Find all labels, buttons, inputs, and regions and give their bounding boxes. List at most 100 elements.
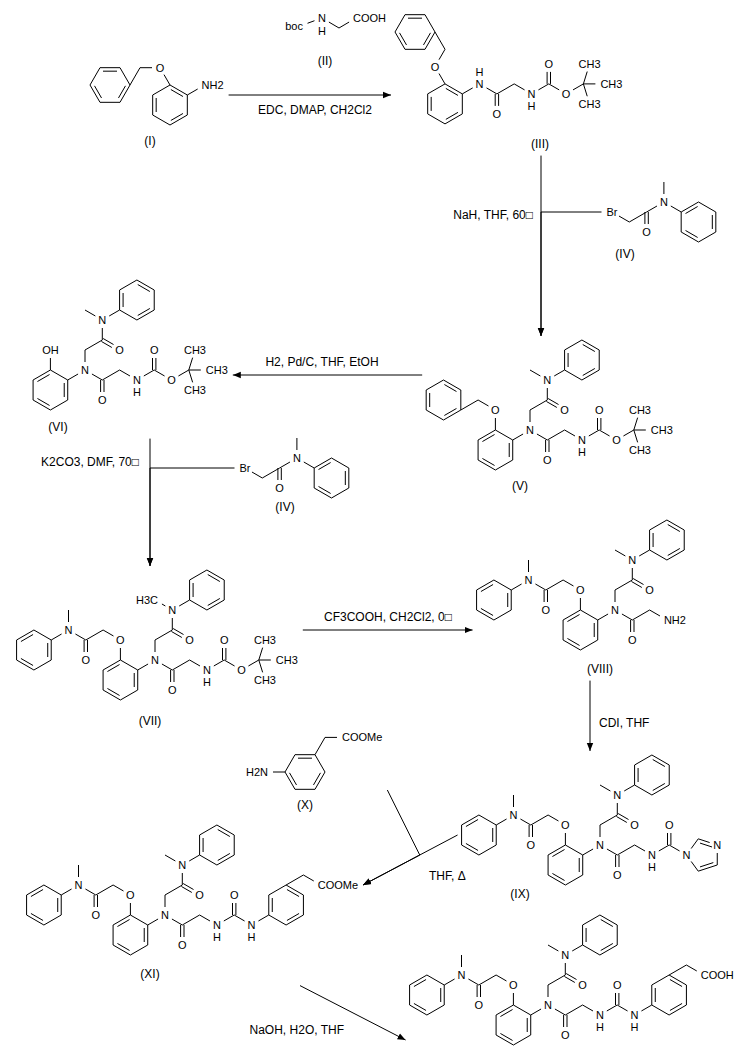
atom-label: O (474, 999, 485, 1011)
bond-line (635, 755, 652, 765)
bond-line (607, 849, 617, 855)
bond-line (44, 885, 61, 895)
bond-line (281, 468, 282, 480)
bond-line (583, 345, 595, 352)
bond-line (427, 94, 428, 114)
bond-line (648, 212, 649, 224)
bond-line (634, 620, 635, 632)
bond-line (329, 22, 339, 28)
reagent-label: NaOH, H2O, THF (249, 1023, 345, 1037)
bond-line (164, 75, 170, 85)
bond-line (314, 468, 315, 488)
bond-line (617, 925, 618, 945)
bond-line (550, 72, 551, 84)
atom-label: H (202, 676, 212, 688)
bond-line (478, 400, 488, 406)
bond-line (513, 993, 514, 1005)
bond-line (478, 440, 479, 460)
atom-label: O (81, 654, 92, 666)
bond-line (555, 1009, 565, 1015)
bond-line (580, 640, 597, 650)
atom-label: N (167, 604, 177, 616)
bond-line (152, 95, 153, 115)
bond-line (16, 640, 17, 660)
atom-label: CH3 (599, 78, 623, 90)
atom-label: N (682, 849, 692, 861)
atom-label: H (577, 446, 587, 458)
bond-line (153, 115, 170, 125)
reagent-label: H2, Pd/C, THF, EtOH (264, 355, 379, 369)
bond-line (405, 14, 425, 15)
bond-line (200, 825, 217, 835)
bond-line (37, 398, 49, 405)
bond-line (668, 525, 680, 532)
bond-line (600, 785, 610, 791)
bond-line (583, 72, 587, 84)
atom-label: CH3 (628, 444, 652, 456)
bond-line (651, 985, 652, 1005)
bond-line (189, 358, 193, 370)
bond-line (120, 648, 121, 660)
bond-line (629, 212, 646, 222)
bond-line (670, 1003, 682, 1010)
atom-label: O (167, 684, 178, 696)
atom-label: H (647, 861, 657, 873)
bond-line (582, 855, 583, 875)
atom-label: O (627, 634, 638, 646)
bond-line (120, 660, 137, 670)
atom-label: O (492, 108, 503, 120)
atom-label: O (594, 404, 605, 416)
bond-line (182, 915, 199, 925)
atom-label: N (64, 624, 74, 636)
atom-label: O (611, 434, 622, 446)
bond-line (480, 985, 481, 997)
bond-line (178, 370, 188, 376)
bond-line (615, 550, 625, 556)
bond-line (573, 84, 583, 90)
compound-number: (IV) (614, 248, 635, 261)
bond-line (295, 754, 315, 755)
atom-label: O (561, 88, 572, 100)
bond-line (193, 583, 194, 597)
atom-label: O (490, 404, 501, 416)
bond-line (481, 585, 493, 592)
bond-line (57, 898, 58, 912)
bond-line (532, 825, 533, 837)
atom-label: O (612, 979, 623, 991)
bond-line (85, 340, 102, 350)
bond-line (165, 855, 175, 861)
bond-line (495, 430, 512, 440)
atom-label: H3C (135, 594, 159, 606)
atom-label: H (317, 25, 327, 37)
bond-line (461, 955, 462, 967)
atom-label: CH3 (183, 344, 207, 356)
bond-line (252, 472, 262, 478)
bond-line (21, 658, 33, 665)
bond-line (409, 985, 410, 1005)
bond-line (287, 890, 299, 897)
bond-line (712, 215, 713, 229)
atom-label: N (612, 789, 622, 801)
atom-label: O (229, 889, 240, 901)
bond-line (182, 873, 183, 885)
atom-label: O (115, 634, 126, 646)
bond-line (537, 434, 547, 440)
atom-label: CH3 (253, 674, 277, 686)
bond-line (137, 670, 138, 690)
bond-line (476, 590, 477, 610)
bond-line (653, 783, 665, 790)
bond-line (61, 889, 71, 895)
bond-line (224, 915, 234, 921)
bond-line (107, 665, 119, 672)
atom-label: O (91, 909, 102, 921)
atom-label: CH3 (578, 98, 602, 110)
bond-line (84, 640, 85, 652)
bond-line (103, 630, 113, 636)
bond-line (618, 993, 619, 1005)
compound-number: (VIII) (586, 663, 614, 676)
atom-label: O (577, 979, 588, 991)
atom-label: N (160, 909, 170, 921)
bond-line (513, 1035, 530, 1045)
bond-line (173, 629, 183, 635)
